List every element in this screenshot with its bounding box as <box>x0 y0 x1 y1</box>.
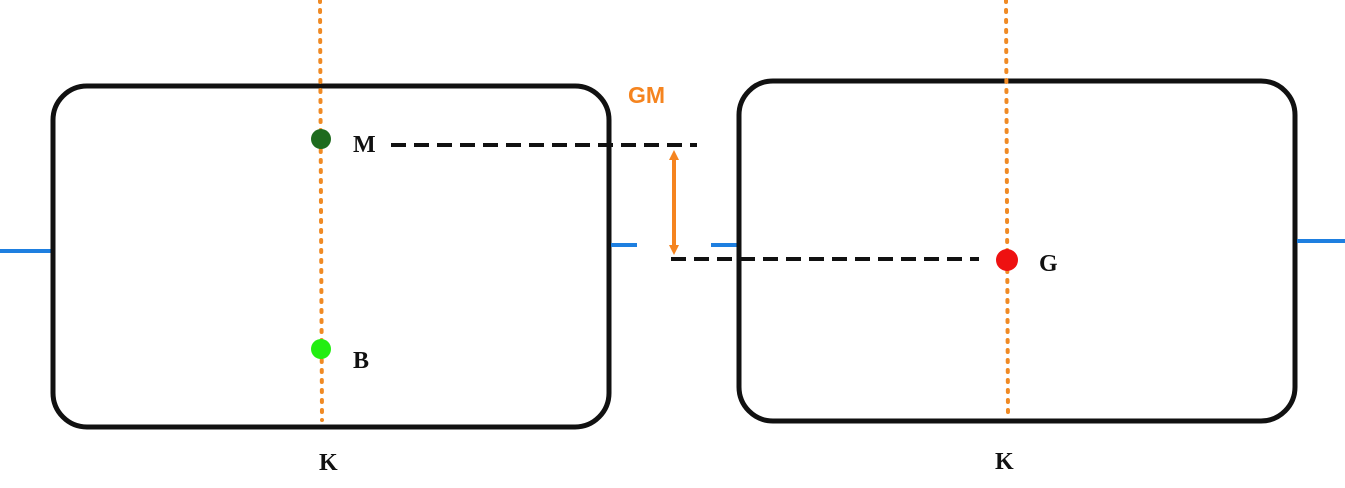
left-hull-section: M B K <box>0 0 612 476</box>
label-b: B <box>353 348 369 374</box>
label-gm: GM <box>628 82 665 108</box>
label-k-right: K <box>995 449 1014 475</box>
right-hull-outline <box>736 78 1298 424</box>
left-hull-outline <box>50 83 612 430</box>
point-g <box>996 249 1018 271</box>
label-g: G <box>1039 251 1058 277</box>
right-hull-section: G K <box>736 0 1345 475</box>
label-k-left: K <box>319 450 338 476</box>
point-m <box>311 129 331 149</box>
point-b <box>311 339 331 359</box>
label-m: M <box>353 132 376 158</box>
right-centerline <box>1004 0 1010 420</box>
